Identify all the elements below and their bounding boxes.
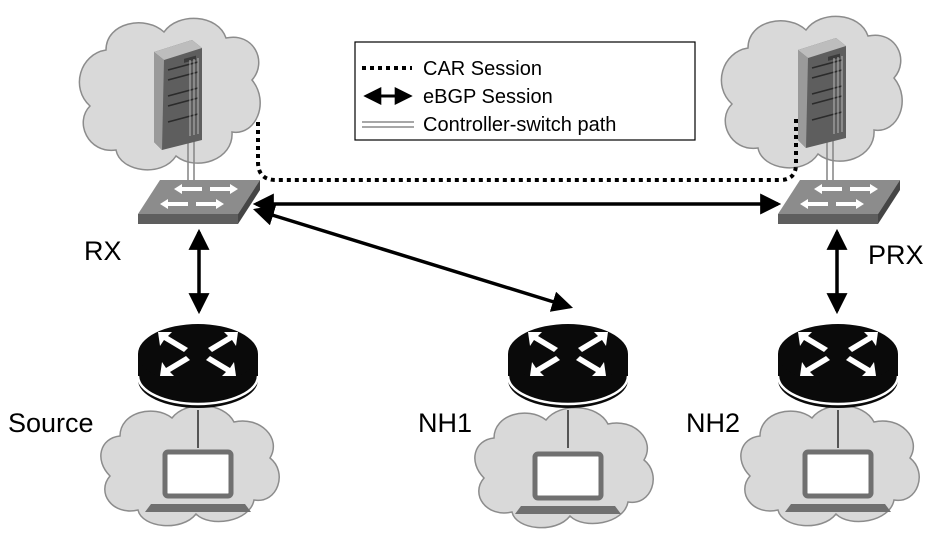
car-session-link xyxy=(256,118,798,182)
server-icon xyxy=(153,39,203,151)
switch-icon xyxy=(136,178,262,226)
router-icon xyxy=(776,322,900,410)
switch-icon xyxy=(776,178,902,226)
server-icon xyxy=(797,37,847,149)
router-icon xyxy=(136,322,260,410)
controller-switch-path-prx xyxy=(826,138,834,184)
legend-car-label: CAR Session xyxy=(423,58,542,80)
label-rx: RX xyxy=(84,236,122,266)
label-source: Source xyxy=(8,408,94,438)
label-nh2: NH2 xyxy=(686,408,740,438)
router-icon xyxy=(506,322,630,410)
legend: CAR Session eBGP Session Controller-swit… xyxy=(354,41,696,141)
label-nh1: NH1 xyxy=(418,408,472,438)
label-prx: PRX xyxy=(868,240,924,270)
legend-path-label: Controller-switch path xyxy=(423,114,616,136)
ebgp-link-rx-nh1 xyxy=(252,205,574,312)
legend-ebgp-label: eBGP Session xyxy=(423,86,553,108)
controller-switch-path-rx xyxy=(187,138,195,184)
